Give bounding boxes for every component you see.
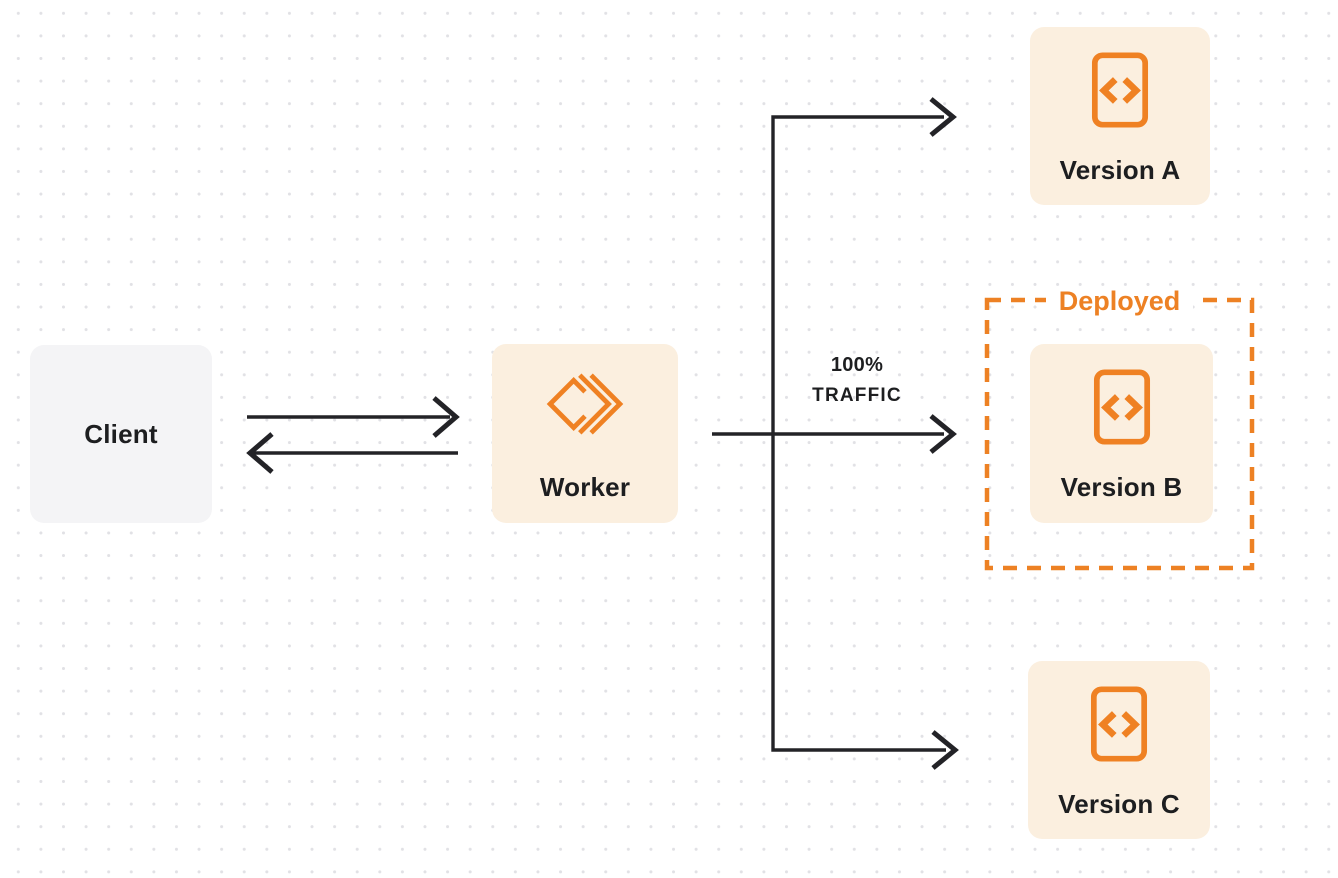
version-c-node: Version C bbox=[1028, 661, 1210, 839]
version-b-node-label: Version B bbox=[1060, 472, 1183, 502]
version-c-arrowhead bbox=[931, 730, 959, 770]
code-file-icon bbox=[1093, 369, 1150, 445]
traffic-word-text: TRAFFIC bbox=[812, 385, 902, 406]
version-a-node: Version A bbox=[1030, 27, 1210, 205]
client-node: Client bbox=[30, 345, 212, 523]
client-node-label: Client bbox=[84, 419, 158, 449]
traffic-percent-text: 100% bbox=[830, 354, 884, 376]
version-b-node: Version B bbox=[1030, 344, 1213, 523]
deployed-tag-text: Deployed bbox=[1045, 286, 1194, 316]
cloudflare-workers-logo-icon bbox=[546, 373, 624, 435]
code-file-icon bbox=[1091, 52, 1149, 128]
code-file-icon bbox=[1090, 686, 1148, 762]
worker-node-label: Worker bbox=[539, 472, 631, 502]
client-to-worker-arrowhead bbox=[432, 396, 460, 438]
version-b-arrowhead bbox=[929, 414, 957, 454]
version-c-node-label: Version C bbox=[1058, 789, 1180, 819]
version-a-arrowhead bbox=[929, 97, 957, 137]
branch-trunk-line bbox=[771, 115, 946, 752]
worker-node: Worker bbox=[492, 344, 678, 523]
worker-to-client-arrowhead bbox=[246, 432, 274, 474]
deployed-tag: Deployed bbox=[987, 286, 1252, 316]
traffic-annotation: 100% TRAFFIC bbox=[777, 350, 937, 412]
version-a-node-label: Version A bbox=[1059, 155, 1181, 185]
